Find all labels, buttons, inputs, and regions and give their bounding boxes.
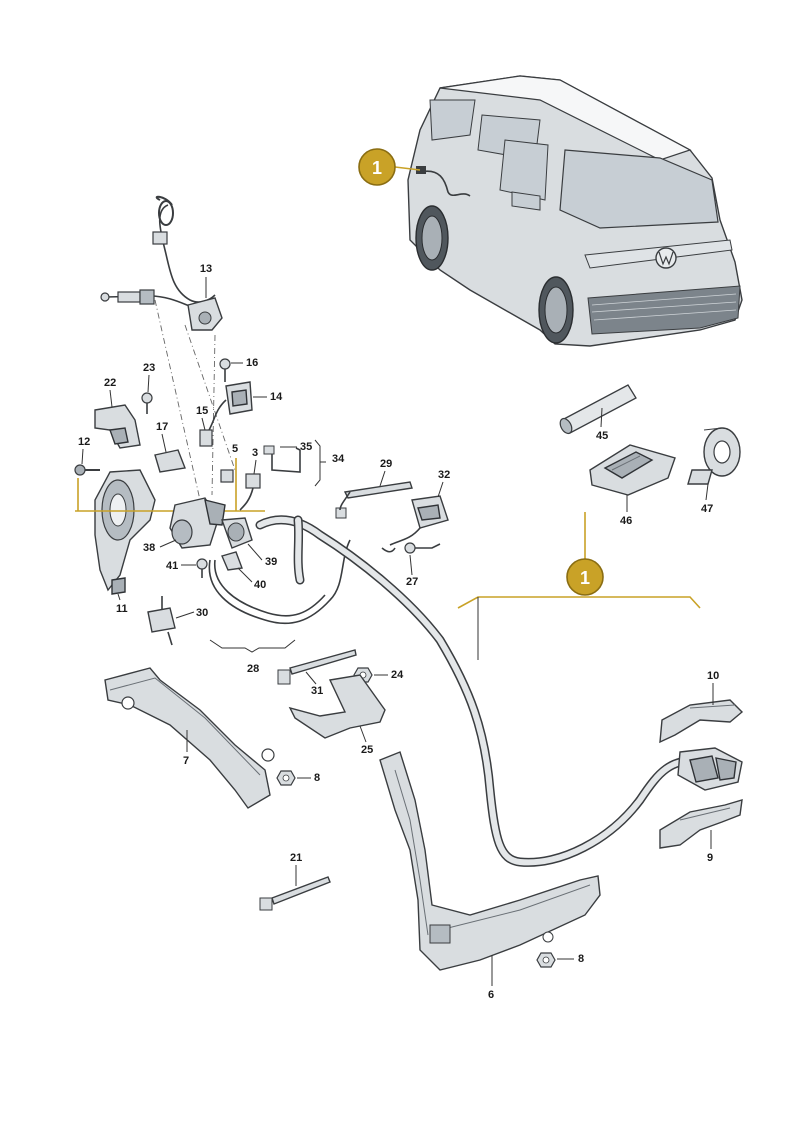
- label-13: 13: [200, 263, 212, 275]
- tube-45: [559, 384, 637, 435]
- label-3: 3: [252, 447, 258, 459]
- bracket-25: [288, 674, 386, 739]
- label-40: 40: [254, 579, 266, 591]
- connector-3: [239, 473, 261, 511]
- label-10: 10: [707, 670, 719, 682]
- label-46: 46: [620, 515, 632, 527]
- label-31: 31: [311, 685, 323, 697]
- cover-9: [659, 799, 743, 849]
- charging-hose: [255, 515, 705, 867]
- wire-harness-34: [263, 445, 301, 473]
- label-24: 24: [391, 669, 404, 681]
- label-38: 38: [143, 542, 155, 554]
- screw-23: [141, 392, 153, 414]
- screw-12: [74, 464, 100, 476]
- label-39: 39: [265, 556, 277, 568]
- cover-10: [659, 699, 744, 744]
- label-25: 25: [361, 744, 373, 756]
- nut-8-left: [276, 770, 296, 786]
- socket-32: [389, 495, 449, 546]
- wiring-28: [208, 539, 351, 625]
- label-30: 30: [196, 607, 208, 619]
- connector-15: [199, 429, 213, 447]
- label-45: 45: [596, 430, 608, 442]
- pad-46: [589, 444, 676, 496]
- label-21: 21: [290, 852, 302, 864]
- label-17: 17: [156, 421, 168, 433]
- cable-tie-21: [259, 876, 331, 911]
- connector-27: [381, 542, 441, 554]
- motor-39: [221, 517, 253, 549]
- release-cable-13: [100, 195, 223, 331]
- label-15: 15: [196, 405, 208, 417]
- clip-17: [154, 449, 186, 473]
- bracket-22: [94, 404, 141, 449]
- sensor-30: [147, 596, 176, 646]
- charging-flap-housing-11: [94, 469, 156, 595]
- plug-connector: [677, 747, 743, 791]
- module-14: [207, 381, 253, 433]
- label-41: 41: [166, 560, 178, 572]
- actuator-38: [169, 497, 226, 549]
- callout-number-vehicle: 1: [372, 158, 382, 178]
- screw-16: [219, 358, 231, 382]
- label-47: 47: [701, 503, 713, 515]
- label-22: 22: [104, 377, 116, 389]
- label-29: 29: [380, 458, 392, 470]
- screw-41: [196, 558, 208, 578]
- label-34: 34: [332, 453, 345, 465]
- label-11: 11: [116, 603, 128, 615]
- label-8-right: 8: [578, 953, 584, 965]
- label-14: 14: [270, 391, 283, 403]
- label-28: 28: [247, 663, 259, 675]
- label-6: 6: [488, 989, 494, 1001]
- label-32: 32: [438, 469, 450, 481]
- callout-number-group: 1: [580, 568, 590, 588]
- tape-roll-icon: [687, 427, 741, 485]
- label-35: 35: [300, 441, 312, 453]
- label-9: 9: [707, 852, 713, 864]
- callout-badge-group: [566, 558, 604, 596]
- label-5: 5: [232, 443, 238, 455]
- label-16: 16: [246, 357, 258, 369]
- nut-8-right: [536, 952, 556, 968]
- vehicle-illustration: [407, 75, 743, 347]
- label-7: 7: [183, 755, 189, 767]
- callout-badge-vehicle: [358, 148, 396, 186]
- cable-tie-29: [335, 481, 413, 519]
- label-12: 12: [78, 436, 90, 448]
- cable-duct-6: [379, 751, 601, 971]
- connector-5: [220, 469, 234, 483]
- clip-40: [221, 551, 243, 571]
- label-23: 23: [143, 362, 155, 374]
- label-8-left: 8: [314, 772, 320, 784]
- rail-bracket-7: [104, 667, 275, 809]
- label-27: 27: [406, 576, 418, 588]
- cable-tie-31: [277, 649, 357, 685]
